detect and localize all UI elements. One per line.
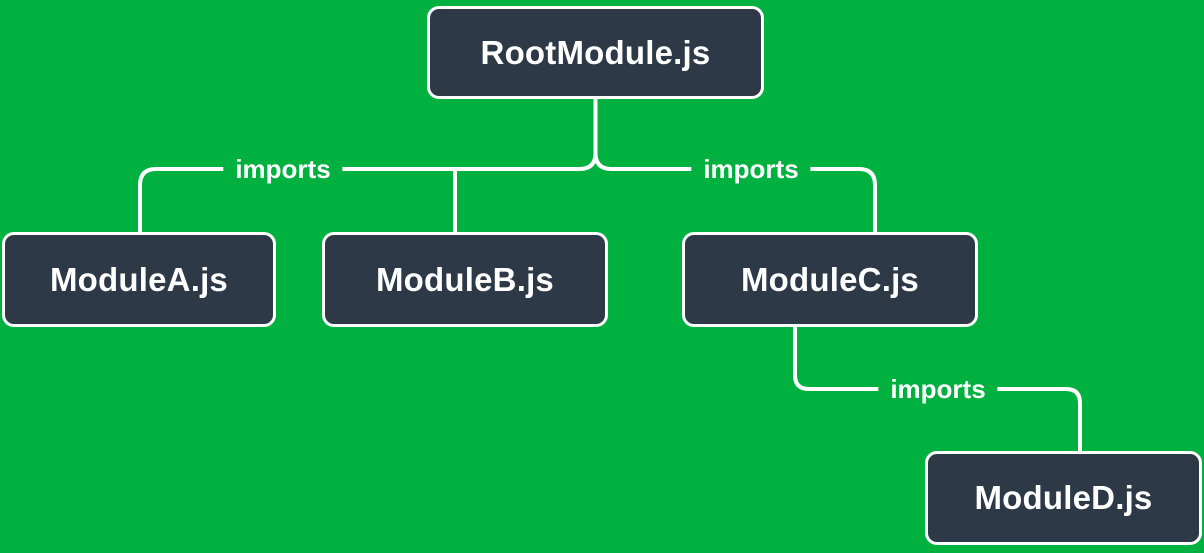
edge-label-imports-left: imports xyxy=(223,154,343,184)
node-module-d: ModuleD.js xyxy=(925,451,1202,545)
edge-label-imports-bottom: imports xyxy=(878,374,998,404)
node-module-a-label: ModuleA.js xyxy=(49,260,228,298)
node-module-b-label: ModuleB.js xyxy=(375,260,554,298)
edge-label-imports-right: imports xyxy=(691,154,811,184)
node-module-b: ModuleB.js xyxy=(322,232,608,327)
node-module-d-label: ModuleD.js xyxy=(974,479,1153,516)
node-root-module: RootModule.js xyxy=(427,6,764,99)
node-module-c-label: ModuleC.js xyxy=(740,260,919,298)
node-root-module-label: RootModule.js xyxy=(480,33,711,71)
node-module-c: ModuleC.js xyxy=(682,232,978,327)
node-module-a: ModuleA.js xyxy=(2,232,276,327)
edge-root-to-module-a xyxy=(138,97,598,234)
